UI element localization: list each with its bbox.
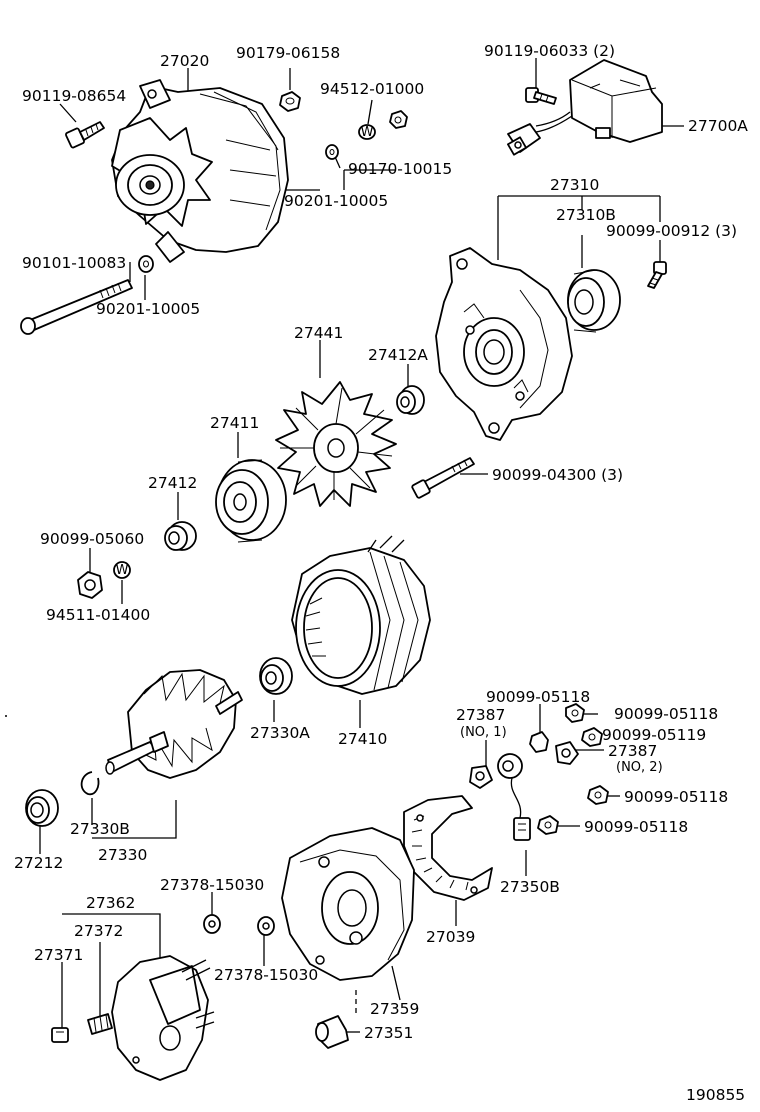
label-27441: 27441 [294, 324, 343, 342]
bolt-90119-08654 [65, 121, 105, 149]
washer-94512-01000: W [358, 124, 376, 140]
washer-94511-01400: W [113, 561, 131, 579]
insulator-27387-no1 [469, 765, 493, 789]
pulley-nut [77, 571, 103, 599]
spring-27372 [87, 1013, 113, 1035]
rotor-27330 [105, 669, 243, 779]
label-27310b: 27310B [556, 206, 616, 224]
label-27378-15030-b: 27378-15030 [214, 966, 318, 984]
label-90099-05118-a: 90099-05118 [486, 688, 590, 706]
label-27412a: 27412A [368, 346, 428, 364]
nut-90099-05118-a [529, 731, 549, 753]
label-27387-no1: 27387 [456, 706, 505, 724]
through-bolt-90099-04300 [411, 457, 475, 499]
washer-mark: W [116, 563, 129, 578]
label-27039: 27039 [426, 928, 475, 946]
bearing-27330a [259, 657, 293, 695]
label-90179-06158: 90179-06158 [236, 44, 340, 62]
label-27362: 27362 [86, 894, 135, 912]
brush-holder-27362 [111, 955, 215, 1081]
label-90099-00912: 90099-00912 (3) [606, 222, 737, 240]
nut-90099-05118-b [565, 703, 585, 723]
label-27359: 27359 [370, 1000, 419, 1018]
label-27212: 27212 [14, 854, 63, 872]
label-90170-10015: 90170-10015 [348, 160, 452, 178]
bearing-27310b [567, 269, 621, 333]
label-27350b: 27350B [500, 878, 560, 896]
label-90099-05118-c: 90099-05118 [624, 788, 728, 806]
label-90201-10005-lower: 90201-10005 [96, 300, 200, 318]
voltage-regulator [507, 59, 663, 156]
washer-mark: W [361, 125, 374, 140]
label-90099-04300: 90099-04300 (3) [492, 466, 623, 484]
footer-code: 190855 [686, 1086, 745, 1104]
nut-90170-10015 [389, 110, 408, 129]
washer-90201-10005-upper [325, 144, 339, 160]
insulator-27378-b [257, 916, 275, 936]
label-27378-15030-a: 27378-15030 [160, 876, 264, 894]
insulator-27387-no2 [555, 741, 579, 765]
insulator-27378-a [203, 914, 221, 934]
screw-90119-06033 [525, 87, 557, 105]
washer-90201-10005-lower [138, 255, 154, 273]
label-27372: 27372 [74, 922, 123, 940]
label-27700a: 27700A [688, 117, 748, 135]
seal-27212 [25, 789, 59, 827]
brush-27371 [51, 1027, 69, 1043]
rear-end-frame [281, 827, 415, 981]
nut-90179-06158 [279, 91, 301, 112]
label-27310: 27310 [550, 176, 599, 194]
rectifier-27039 [403, 795, 493, 901]
through-bolt-90101-10083 [20, 279, 133, 335]
label-27412: 27412 [148, 474, 197, 492]
label-27020: 27020 [160, 52, 209, 70]
label-90099-05119: 90099-05119 [602, 726, 706, 744]
label-27351: 27351 [364, 1024, 413, 1042]
label-94511-01400: 94511-01400 [46, 606, 150, 624]
nut-90099-05118-c [587, 785, 609, 805]
label-27411: 27411 [210, 414, 259, 432]
drive-end-frame [435, 247, 573, 441]
label-27371: 27371 [34, 946, 83, 964]
label-27330b: 27330B [70, 820, 130, 838]
label-90099-05118-d: 90099-05118 [584, 818, 688, 836]
leader-lines [39, 58, 684, 1033]
label-90119-06033: 90119-06033 (2) [484, 42, 615, 60]
label-27330a: 27330A [250, 724, 310, 742]
label-27410: 27410 [338, 730, 387, 748]
label-27387-no2: 27387 [608, 742, 657, 760]
bush-27351 [315, 1015, 349, 1049]
label-27330: 27330 [98, 846, 147, 864]
spacer-27412a [396, 385, 425, 415]
label-90201-10005-upper: 90201-10005 [284, 192, 388, 210]
label-90099-05060: 90099-05060 [40, 530, 144, 548]
label-90119-08654: 90119-08654 [22, 87, 126, 105]
stator-27410 [291, 535, 431, 695]
alternator-assembly [111, 79, 289, 263]
nut-90099-05118-d [537, 815, 559, 835]
collar-27412 [164, 521, 197, 551]
cooling-fan [275, 381, 397, 507]
snap-ring-27330b [80, 771, 100, 796]
screw-90099-00912 [647, 261, 667, 289]
part-labels: 27020 90179-06158 90119-08654 94512-0100… [14, 42, 748, 1104]
label-27387-no2-note: (NO, 2) [616, 760, 663, 775]
terminal-lead-27350b [497, 753, 531, 841]
label-90099-05118-b: 90099-05118 [614, 705, 718, 723]
label-94512-01000: 94512-01000 [320, 80, 424, 98]
pulley-27411 [215, 459, 287, 543]
label-90101-10083: 90101-10083 [22, 254, 126, 272]
label-27387-no1-note: (NO, 1) [460, 725, 507, 740]
nut-90099-05119 [581, 727, 603, 747]
